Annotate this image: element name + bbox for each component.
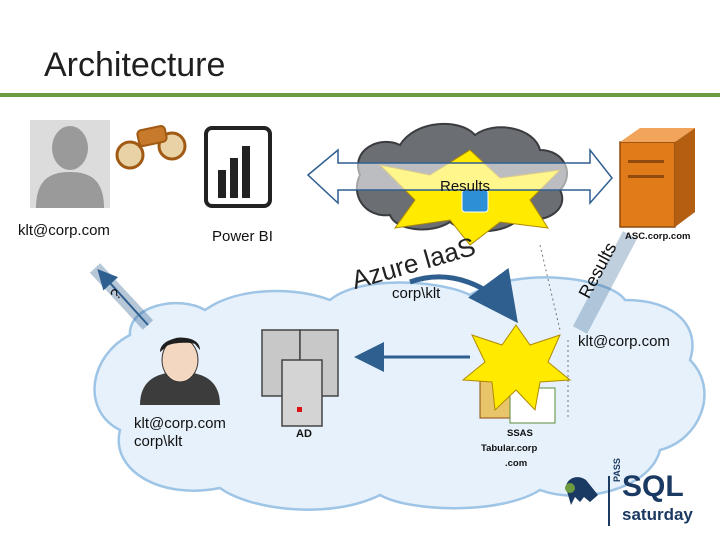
ssas-label-3: .com <box>505 458 528 469</box>
user-email-top: klt@corp.com <box>18 222 110 239</box>
results-arrow <box>572 231 638 334</box>
power-bi-label: Power BI <box>212 228 273 245</box>
binoculars-icon <box>115 125 187 170</box>
slide-title: Architecture <box>44 46 226 84</box>
logo-pass-text: PASS <box>612 458 622 482</box>
ssas-label-1: SSAS <box>507 428 533 439</box>
corp-klt-label: corp\klt <box>392 285 441 302</box>
person-icon <box>140 337 220 405</box>
sql-saturday-logo <box>565 476 610 526</box>
user-email-bottom: klt@corp.com <box>134 415 226 432</box>
footer-text: 20 | 04/02/2016 | SQLSat SNA <box>34 503 170 514</box>
ad-label: AD <box>296 428 312 440</box>
power-bi-icon <box>204 126 272 208</box>
azure-to-ssas-arrow <box>409 267 518 324</box>
logo-saturday-text: saturday <box>622 505 693 524</box>
dax-label: DAX <box>320 163 351 180</box>
asc-server-icon <box>619 128 695 228</box>
ad-servers-icon <box>261 329 339 427</box>
ssas-label-2: Tabular.corp <box>481 443 538 454</box>
ssas-server-icon <box>461 324 572 424</box>
results-label-top: Results <box>440 178 491 195</box>
corporate-network-cloud <box>93 276 706 511</box>
user-email-right: klt@corp.com <box>578 333 670 350</box>
user-avatar <box>30 120 110 208</box>
asc-server-label: ASC.corp.com <box>625 231 691 242</box>
logo-sql-text: SQL <box>622 470 684 503</box>
results-double-arrow <box>306 147 613 205</box>
title-rule <box>0 93 720 97</box>
corp-klt-bottom: corp\klt <box>134 433 183 450</box>
